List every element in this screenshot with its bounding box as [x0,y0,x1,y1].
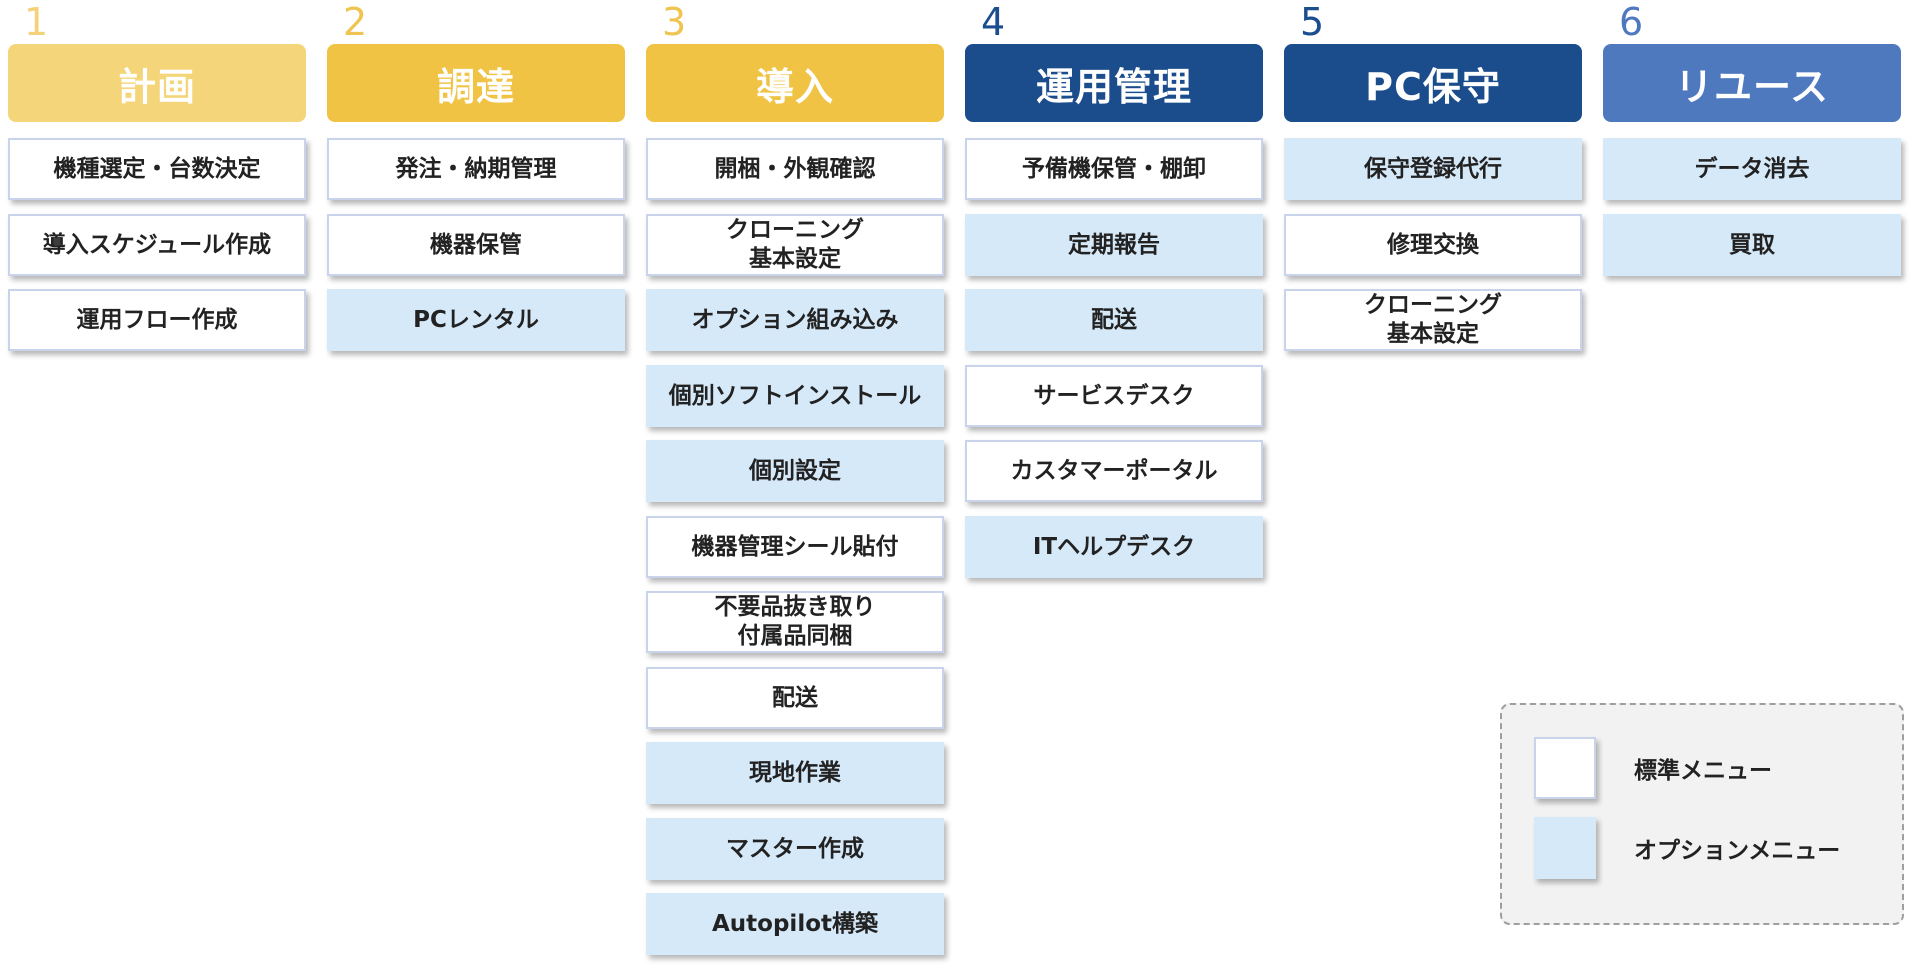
option-menu-item: 買取 [1603,214,1901,276]
standard-menu-item: 修理交換 [1284,214,1582,276]
legend-standard: 標準メニュー [1534,737,1772,799]
option-menu-item: Autopilot構築 [646,893,944,955]
legend-standard-label: 標準メニュー [1634,758,1772,784]
step-number: 1 [24,0,49,44]
option-menu-item: データ消去 [1603,138,1901,200]
standard-menu-item: 開梱・外観確認 [646,138,944,200]
step-number: 2 [343,0,368,44]
standard-menu-item: クローニング 基本設定 [646,214,944,276]
legend-option-swatch [1534,817,1596,879]
phase-header: 運用管理 [965,44,1263,122]
option-menu-item: オプション組み込み [646,289,944,351]
legend-option: オプションメニュー [1534,817,1840,879]
standard-menu-item: 予備機保管・棚卸 [965,138,1263,200]
legend: 標準メニュー オプションメニュー [1500,703,1904,925]
option-menu-item: 個別ソフトインストール [646,365,944,427]
standard-menu-item: 機種選定・台数決定 [8,138,306,200]
option-menu-item: 個別設定 [646,440,944,502]
standard-menu-item: カスタマーポータル [965,440,1263,502]
step-number: 3 [662,0,687,44]
standard-menu-item: 不要品抜き取り 付属品同梱 [646,591,944,653]
step-number: 5 [1300,0,1325,44]
phase-header: 計画 [8,44,306,122]
standard-menu-item: クローニング 基本設定 [1284,289,1582,351]
phase-header: 導入 [646,44,944,122]
standard-menu-item: 機器管理シール貼付 [646,516,944,578]
option-menu-item: 配送 [965,289,1263,351]
standard-menu-item: 配送 [646,667,944,729]
step-number: 4 [981,0,1006,44]
option-menu-item: 定期報告 [965,214,1263,276]
phase-header: 調達 [327,44,625,122]
phase-header: PC保守 [1284,44,1582,122]
standard-menu-item: 発注・納期管理 [327,138,625,200]
standard-menu-item: 導入スケジュール作成 [8,214,306,276]
option-menu-item: ITヘルプデスク [965,516,1263,578]
option-menu-item: 現地作業 [646,742,944,804]
option-menu-item: PCレンタル [327,289,625,351]
standard-menu-item: 機器保管 [327,214,625,276]
standard-menu-item: サービスデスク [965,365,1263,427]
standard-menu-item: 運用フロー作成 [8,289,306,351]
step-number: 6 [1619,0,1644,44]
option-menu-item: マスター作成 [646,818,944,880]
legend-option-label: オプションメニュー [1634,838,1841,864]
phase-header: リユース [1603,44,1901,122]
option-menu-item: 保守登録代行 [1284,138,1582,200]
legend-standard-swatch [1534,737,1596,799]
